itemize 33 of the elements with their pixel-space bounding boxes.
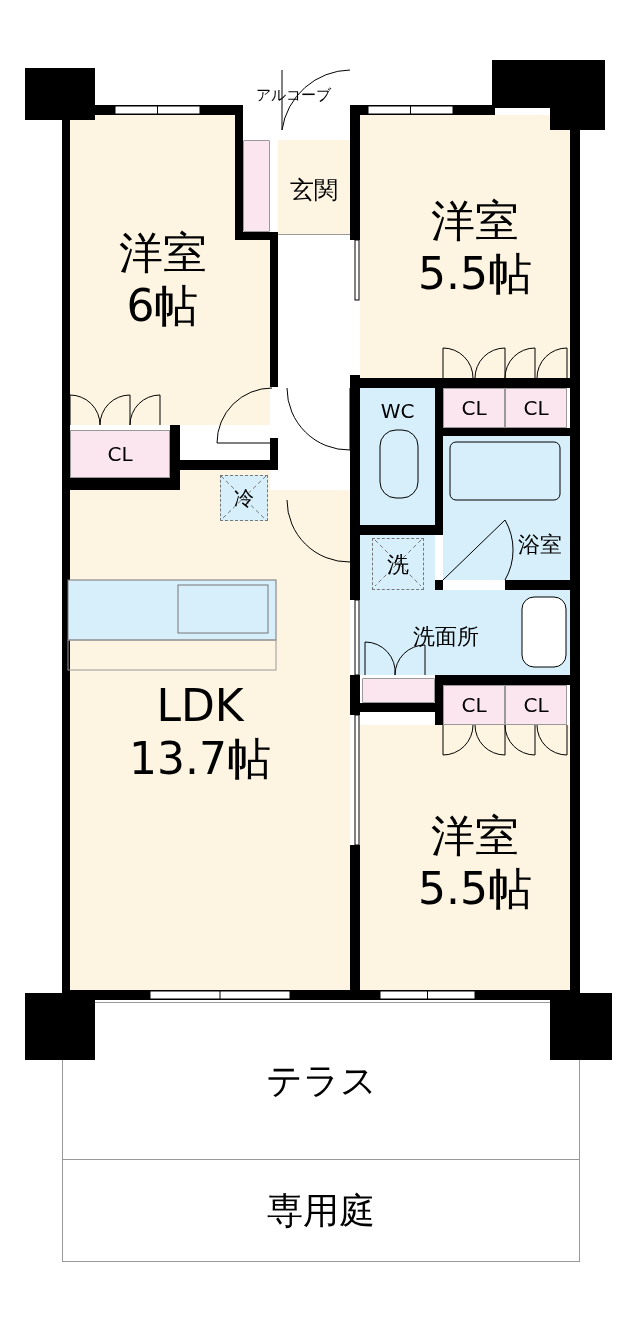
garden-area — [62, 1160, 580, 1262]
room-area — [360, 115, 570, 378]
room-label: 洋室 5.5帖 — [418, 195, 532, 301]
room-label: 専用庭 — [267, 1188, 375, 1233]
room-label: LDK 13.7帖 — [129, 680, 271, 786]
shoe-cabinet — [243, 140, 270, 232]
closet — [443, 388, 505, 428]
room-label: CL — [461, 395, 487, 422]
room-label: CL — [523, 692, 549, 719]
room-area — [70, 115, 235, 425]
closet — [505, 388, 567, 428]
room-label: CL — [107, 441, 133, 468]
room-label: アルコーブ — [256, 85, 331, 106]
appliance-space — [220, 475, 268, 521]
room-label: 洗面所 — [413, 623, 479, 651]
room-label: 洋室 5.5帖 — [418, 810, 532, 916]
room-label: 冷 — [234, 485, 254, 512]
room-label: WC — [380, 398, 415, 425]
terrace-area — [62, 1002, 580, 1160]
closet — [70, 430, 170, 478]
appliance-space — [372, 538, 424, 590]
room-label: テラス — [265, 1059, 377, 1103]
room-label: 洋室 6帖 — [118, 227, 207, 333]
room-label: CL — [523, 395, 549, 422]
room-label: 浴室 — [518, 531, 562, 559]
entrance-area — [278, 140, 350, 235]
room-label: 洗 — [387, 550, 409, 579]
storage-shelf — [362, 678, 435, 703]
room-label: CL — [461, 692, 487, 719]
room-area — [360, 725, 570, 990]
closet — [443, 685, 505, 725]
room-label: 玄関 — [290, 175, 338, 206]
closet — [505, 685, 567, 725]
